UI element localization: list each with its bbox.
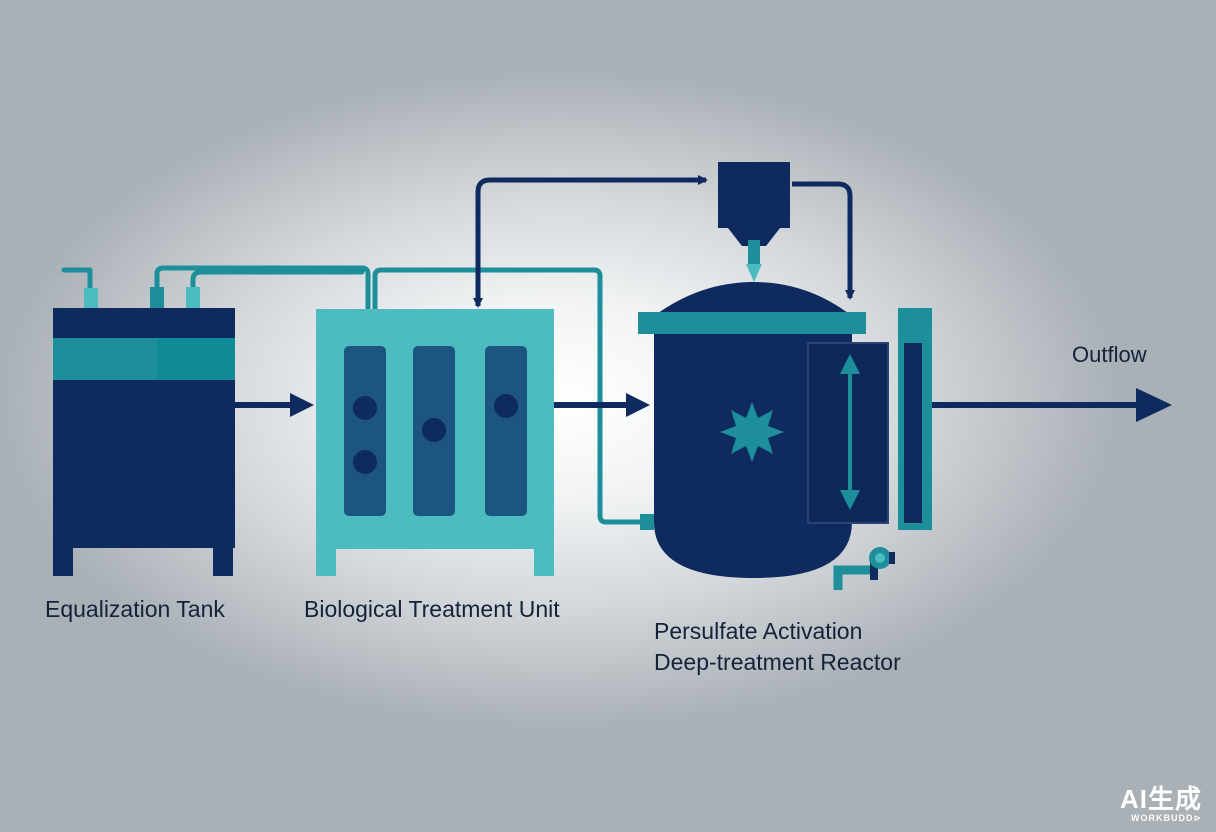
biological-unit-label: Biological Treatment Unit (304, 596, 560, 622)
dosing-unit (718, 162, 790, 306)
equalization-tank (53, 308, 235, 576)
navy-loop-piping (473, 175, 855, 308)
valve-icon (833, 547, 895, 590)
watermark-main: AI生成 (1119, 784, 1202, 814)
outflow-label: Outflow (1072, 342, 1147, 367)
ai-generated-watermark: AI生成 WORKBUDD⊳ (1120, 785, 1202, 824)
inlet-stub-3 (186, 287, 200, 309)
persulfate-reactor (638, 282, 932, 590)
reactor-label-line1: Persulfate Activation (654, 618, 863, 644)
biological-treatment-unit (316, 309, 554, 576)
reactor-label-line2: Deep-treatment Reactor (654, 649, 901, 675)
inlet-stub-2 (150, 287, 164, 309)
watermark-sub: WORKBUDD⊳ (1130, 813, 1202, 823)
equalization-tank-label: Equalization Tank (45, 596, 225, 622)
teal-top-piping (61, 265, 651, 525)
inlet-stub-1 (84, 288, 98, 308)
starburst-icon (720, 402, 784, 462)
main-flow-arrows (235, 388, 1172, 422)
